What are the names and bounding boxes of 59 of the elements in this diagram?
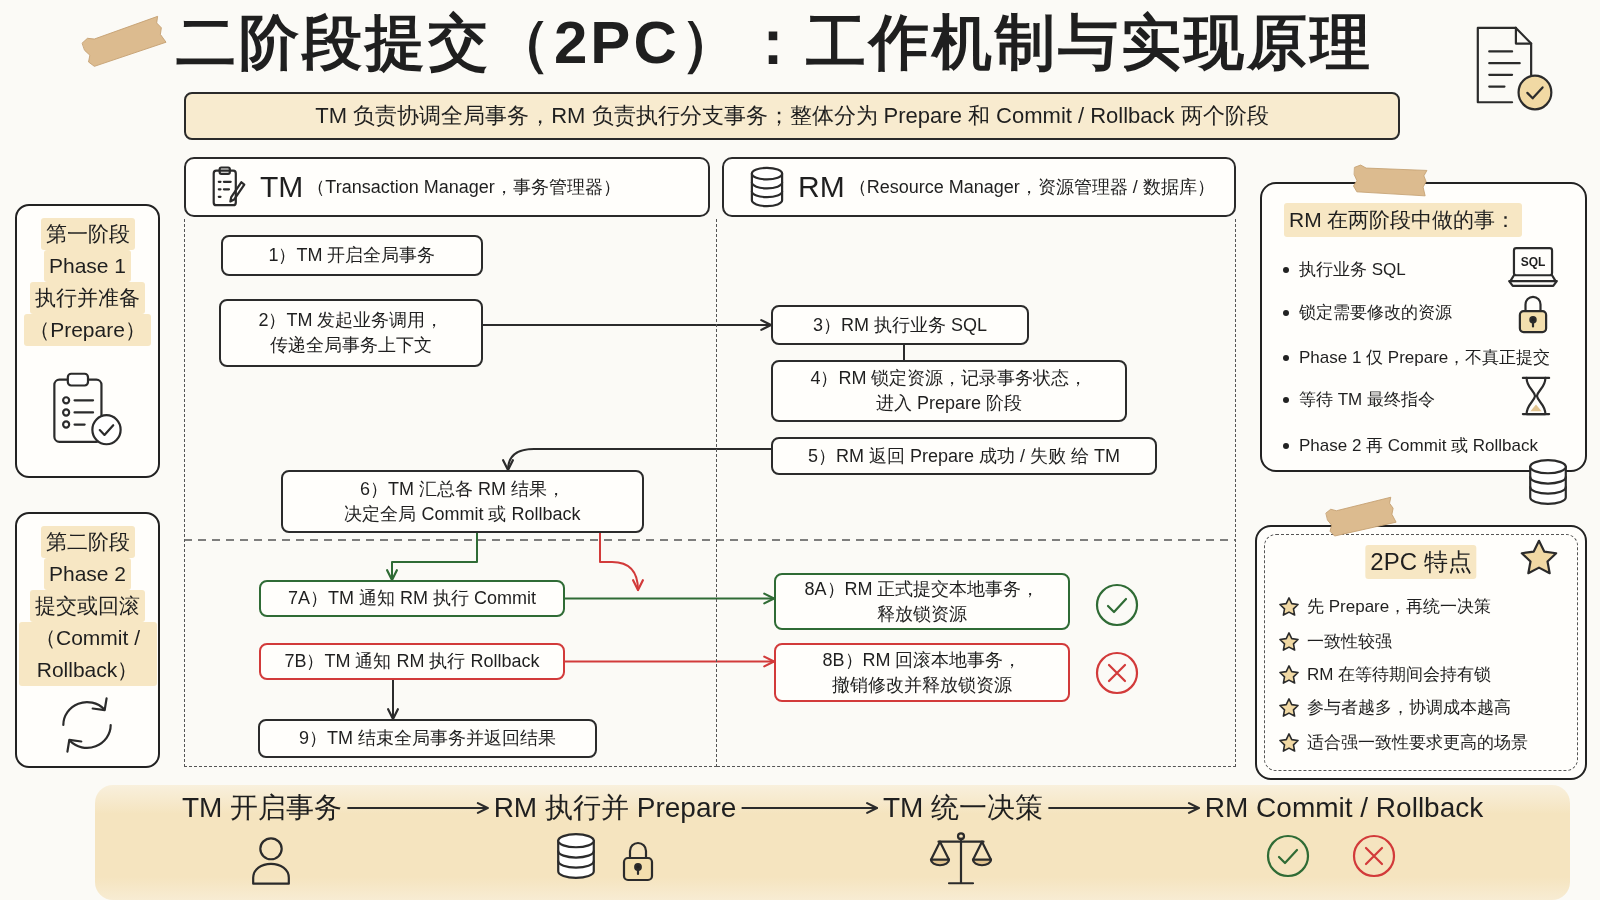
lane-subtitle: （Resource Manager，资源管理器 / 数据库） xyxy=(848,176,1215,199)
list-item: 等待 TM 最终指令 xyxy=(1279,388,1435,412)
connector-line xyxy=(903,344,905,361)
list-item: 执行业务 SQL xyxy=(1279,258,1406,282)
step-box: 3）RM 执行业务 SQL xyxy=(771,305,1029,345)
swimlane xyxy=(184,157,717,767)
phase-card xyxy=(15,512,160,768)
step-box: 2）TM 发起业务调用，传递全局事务上下文 xyxy=(219,299,483,367)
step-box: 7B）TM 通知 RM 执行 Rollback xyxy=(259,643,565,680)
list-item: 锁定需要修改的资源 xyxy=(1279,301,1452,325)
arrow xyxy=(564,592,776,605)
card-heading: 2PC 特点 xyxy=(1365,545,1477,579)
list-item: 参与者越多，协调成本越高 xyxy=(1307,697,1511,719)
lane-subtitle: （Transaction Manager，事务管理器） xyxy=(307,176,621,199)
arrow xyxy=(386,532,478,582)
phase-label: 执行并准备 xyxy=(30,282,145,314)
lane-title: TM xyxy=(260,170,304,204)
arrow xyxy=(387,679,399,721)
flow-step-text: RM Commit / Rollback xyxy=(1198,790,1490,826)
step-box: 1）TM 开启全局事务 xyxy=(221,235,483,276)
phase-label: 第二阶段 xyxy=(40,526,135,558)
step-box: 8A）RM 正式提交本地事务，释放锁资源 xyxy=(774,573,1070,630)
step-box: 4）RM 锁定资源，记录事务状态，进入 Prepare 阶段 xyxy=(771,360,1127,422)
phase-label: （Commit / Rollback） xyxy=(18,622,157,686)
phase-label: 提交或回滚 xyxy=(30,590,145,622)
screen-text: SQL xyxy=(1520,255,1546,269)
phase-label: Phase 2 xyxy=(43,558,132,590)
step-box: 6）TM 汇总各 RM 结果，决定全局 Commit 或 Rollback xyxy=(281,470,644,533)
arrow xyxy=(502,448,772,472)
arrow xyxy=(599,532,644,592)
step-box: 7A）TM 通知 RM 执行 Commit xyxy=(259,580,565,617)
list-item: Phase 2 再 Commit 或 Rollback xyxy=(1279,434,1539,458)
list-item: Phase 1 仅 Prepare，不真正提交 xyxy=(1279,346,1551,370)
arrow xyxy=(1048,802,1200,814)
list-item: 先 Prepare，再统一决策 xyxy=(1307,596,1492,618)
card-heading: RM 在两阶段中做的事： xyxy=(1284,203,1522,237)
list-item: RM 在等待期间会持有锁 xyxy=(1307,664,1492,686)
phase-label: 第一阶段 xyxy=(40,218,135,250)
swimlane xyxy=(717,157,1236,767)
step-box: 9）TM 结束全局事务并返回结果 xyxy=(258,719,597,758)
list-item: 一致性较强 xyxy=(1307,631,1392,653)
phase-card xyxy=(15,204,160,478)
phase-label: （Prepare） xyxy=(24,314,151,346)
arrow xyxy=(564,655,776,668)
step-box: 8B）RM 回滚本地事务，撤销修改并释放锁资源 xyxy=(774,643,1070,702)
step-box: 5）RM 返回 Prepare 成功 / 失败 给 TM xyxy=(771,437,1157,475)
summary-banner: TM 负责协调全局事务，RM 负责执行分支事务；整体分为 Prepare 和 Commit / Rollback 两个阶段 xyxy=(184,92,1400,140)
feature-card xyxy=(1255,525,1587,780)
arrow xyxy=(741,802,878,814)
arrow xyxy=(482,319,773,331)
arrow xyxy=(347,802,489,814)
flow-step-text: TM 统一决策 xyxy=(876,790,1050,826)
flow-step-text: RM 执行并 Prepare xyxy=(487,790,743,826)
title: 二阶段提交（2PC）：工作机制与实现原理 xyxy=(176,8,1373,78)
flow-step-text: TM 开启事务 xyxy=(175,790,349,826)
list-item: 适合强一致性要求更高的场景 xyxy=(1307,732,1528,754)
phase-label: Phase 1 xyxy=(43,250,132,282)
lane-title: RM xyxy=(798,170,845,204)
info-card xyxy=(1260,182,1587,472)
